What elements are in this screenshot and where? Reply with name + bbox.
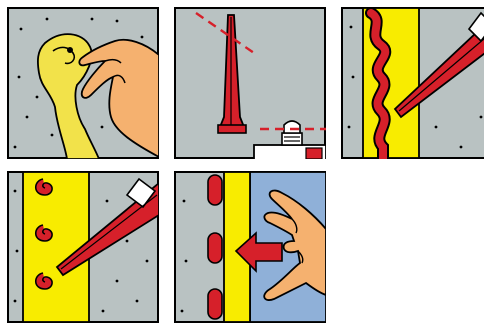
sealant-zigzag-application-icon: [341, 7, 484, 159]
cloth-wipe-icon: [7, 7, 159, 159]
compressed-sealant: [208, 175, 222, 319]
sealant-dot-application-icon: [7, 171, 159, 323]
step-2-cut-nozzle-panel: [174, 7, 326, 159]
strip-shape: [23, 172, 89, 322]
cartridge-thread: [282, 133, 302, 145]
step-1-clean-surface-panel: [7, 7, 159, 159]
cartridge-nozzle-cut-icon: [174, 7, 326, 159]
step-5-press-panel: [174, 171, 326, 323]
step-4-apply-dots-panel: [7, 171, 159, 323]
step-3-apply-zigzag-panel: [341, 7, 484, 159]
hand-press-icon: [174, 171, 326, 323]
